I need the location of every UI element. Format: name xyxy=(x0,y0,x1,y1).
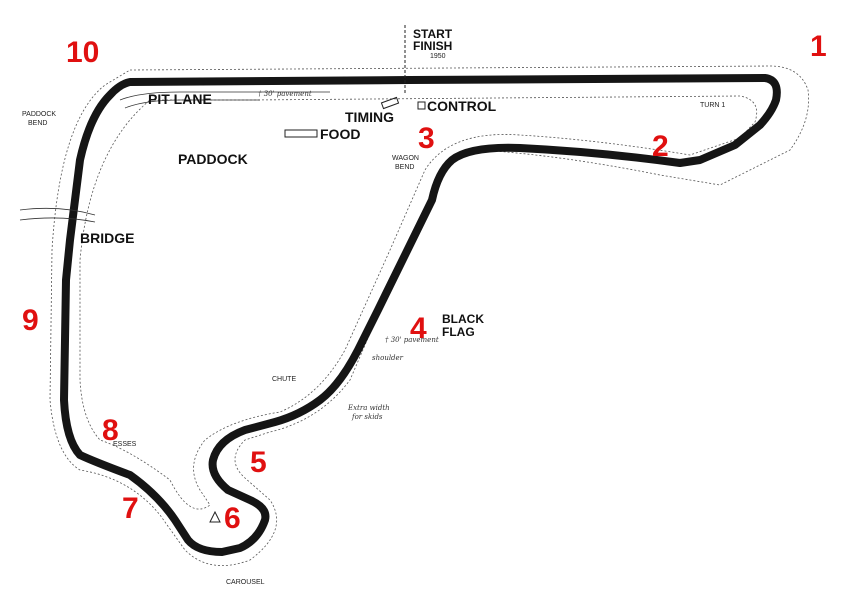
turn-1-number: 1 xyxy=(810,30,827,63)
extra-width-note-1: Extra width xyxy=(347,404,390,412)
paddock-bend-label-2: BEND xyxy=(28,120,47,127)
turn-3-number: 3 xyxy=(418,122,435,155)
bridge-road-2 xyxy=(19,217,96,223)
control-building xyxy=(417,101,426,110)
food-building xyxy=(284,129,318,138)
turn-8-number: 8 xyxy=(102,414,119,447)
bridge-road xyxy=(19,207,96,216)
paddock-label: PADDOCK xyxy=(178,151,248,167)
carousel-label: CAROUSEL xyxy=(226,579,265,586)
pavement-note: † 30' pavement xyxy=(385,336,439,344)
pit-lane-inner xyxy=(124,99,260,109)
wagon-bend-label-1: WAGON xyxy=(392,155,419,162)
black-flag-label-1: BLACK xyxy=(442,312,484,326)
turn-7-number: 7 xyxy=(122,492,139,525)
esses-label: ESSES xyxy=(113,441,137,448)
pit-pavement-note: † 30' pavement xyxy=(258,90,312,98)
chute-label: CHUTE xyxy=(272,376,296,383)
turn-6-number: 6 xyxy=(224,502,241,535)
wagon-bend-label-2: BEND xyxy=(395,164,414,171)
extra-width-note-2: for skids xyxy=(351,413,383,421)
shoulder-note: shoulder xyxy=(372,354,404,362)
carousel-marker-icon xyxy=(209,510,221,523)
control-label: CONTROL xyxy=(427,98,497,114)
finish-label: FINISH xyxy=(413,39,452,53)
turn-4-number: 4 xyxy=(410,312,427,345)
bridge-label: BRIDGE xyxy=(80,230,134,246)
turn1-label: TURN 1 xyxy=(700,102,725,109)
turn-5-number: 5 xyxy=(250,446,267,479)
timing-building xyxy=(380,96,400,110)
track-inner-edge xyxy=(79,95,758,510)
race-track xyxy=(60,74,781,556)
start-label: START xyxy=(413,27,453,41)
black-flag-label-2: FLAG xyxy=(442,325,475,339)
timing-label: TIMING xyxy=(345,109,394,125)
paddock-bend-label-1: PADDOCK xyxy=(22,111,56,118)
turn-9-number: 9 xyxy=(22,304,39,337)
finish-year: 1950 xyxy=(430,53,446,60)
pit-lane-label: PIT LANE xyxy=(148,91,212,107)
food-label: FOOD xyxy=(320,126,360,142)
turn-2-number: 2 xyxy=(652,130,669,163)
turn-10-number: 10 xyxy=(66,36,99,69)
pit-lane xyxy=(119,91,330,101)
